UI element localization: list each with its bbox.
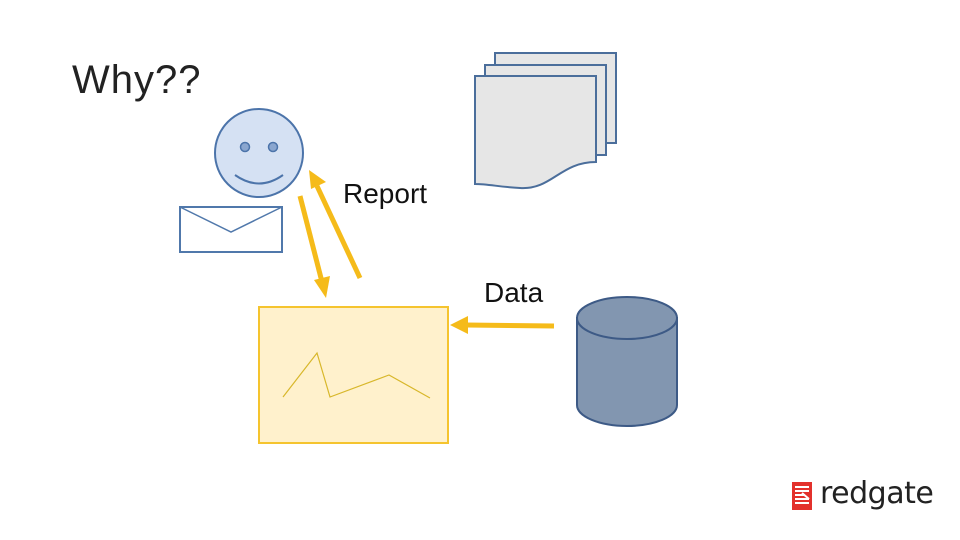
report-label: Report (343, 178, 428, 209)
database-icon (576, 296, 678, 427)
documents-icon (474, 52, 617, 190)
redgate-logo-icon (792, 481, 812, 510)
smiley-face-icon (214, 108, 304, 198)
chart-icon (258, 306, 449, 444)
request-arrow (297, 195, 330, 298)
data-label: Data (484, 277, 544, 308)
brand-name: redgate (820, 476, 934, 511)
report-arrow (309, 170, 363, 280)
redgate-logo: redgate (790, 476, 934, 513)
data-arrow (450, 316, 555, 334)
slide-title: Why?? (72, 58, 202, 102)
envelope-icon (179, 206, 283, 253)
